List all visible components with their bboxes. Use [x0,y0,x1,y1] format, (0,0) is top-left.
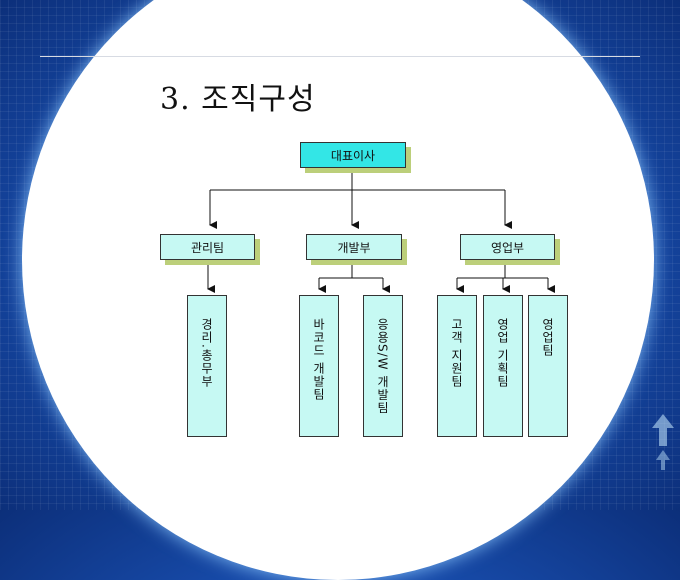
team-box-app-sw: 응용S/W 개발팀 [363,295,403,437]
team-label-accounting: 경리.총무부 [199,318,214,388]
team-label-support: 고객 지원팀 [449,318,464,388]
up-arrow-decoration-icon [652,414,674,470]
team-label-barcode: 바코드 개발팀 [311,318,326,401]
team-box-sales: 영업팀 [528,295,568,437]
team-box-support: 고객 지원팀 [437,295,477,437]
team-label-sales-planning: 영업 기획팀 [495,318,510,388]
dept-box-admin: 관리팀 [160,234,260,265]
team-box-accounting: 경리.총무부 [187,295,227,437]
dept-label-sales: 영업부 [460,234,555,260]
dept-box-sales: 영업부 [460,234,560,265]
team-box-sales-planning: 영업 기획팀 [483,295,523,437]
ceo-label: 대표이사 [300,142,406,168]
org-chart-connectors [207,168,555,293]
dept-box-dev: 개발부 [306,234,407,265]
dept-label-dev: 개발부 [306,234,402,260]
dept-label-admin: 관리팀 [160,234,255,260]
slide-title: 3. 조직구성 [160,82,316,117]
team-box-barcode: 바코드 개발팀 [299,295,339,437]
ceo-box: 대표이사 [300,142,411,173]
team-label-sales: 영업팀 [540,318,555,357]
team-label-app-sw: 응용S/W 개발팀 [375,318,390,415]
divider-line [40,56,640,57]
